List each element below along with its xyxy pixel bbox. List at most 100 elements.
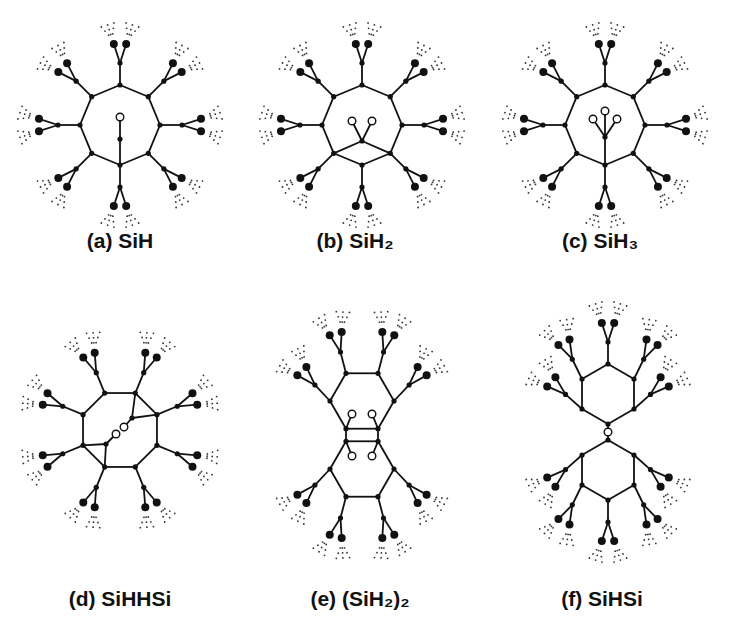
halo-dot — [699, 135, 701, 137]
halo-dot — [370, 34, 372, 36]
halo-dot — [550, 330, 552, 332]
si-atom — [359, 184, 364, 189]
halo-dot — [104, 218, 106, 220]
si-atom — [563, 392, 568, 397]
halo-dot — [698, 139, 700, 141]
halo-dot — [212, 451, 214, 453]
halo-dot — [383, 321, 385, 323]
halo-dot — [615, 34, 617, 36]
halo-dot — [436, 64, 438, 66]
halo-dot — [528, 378, 530, 380]
si-atom — [605, 339, 610, 344]
terminal-atom — [390, 331, 398, 339]
terminal-atom — [91, 349, 99, 357]
halo-dot — [660, 47, 662, 49]
terminal-atom — [305, 59, 313, 67]
halo-dot — [410, 321, 412, 323]
halo-dot — [290, 180, 292, 182]
halo-dot — [681, 56, 683, 58]
si-atom — [375, 371, 380, 376]
halo-dot — [175, 196, 177, 198]
halo-dot — [548, 207, 550, 209]
halo-dot — [401, 547, 403, 549]
halo-dot — [571, 539, 573, 541]
halo-dot — [421, 49, 423, 51]
halo-dot — [531, 372, 533, 374]
halo-dot — [27, 398, 29, 400]
halo-dot — [289, 500, 291, 502]
halo-dot — [169, 510, 171, 512]
halo-dot — [276, 371, 278, 373]
halo-dot — [549, 368, 551, 370]
halo-dot — [461, 136, 463, 138]
halo-dot — [200, 479, 202, 481]
halo-dot — [566, 319, 568, 321]
h-atom — [368, 410, 376, 418]
terminal-atom — [551, 373, 559, 381]
halo-dot — [323, 326, 325, 328]
halo-dot — [614, 556, 616, 558]
atom-group — [293, 328, 430, 542]
halo-dot — [667, 493, 669, 495]
halo-dot — [670, 336, 672, 338]
halo-dot — [271, 135, 273, 137]
terminal-atom — [657, 373, 665, 381]
terminal-atom — [54, 174, 62, 182]
halo-dot — [201, 388, 203, 390]
si-atom — [89, 94, 94, 99]
terminal-atom — [595, 202, 603, 210]
h-atom — [348, 117, 356, 125]
halo-dot — [211, 398, 213, 400]
halo-dot — [452, 115, 454, 117]
halo-dot — [698, 109, 700, 111]
halo-dot — [183, 197, 185, 199]
halo-dot — [130, 214, 132, 216]
halo-dot — [615, 214, 617, 216]
halo-dot — [211, 403, 213, 405]
atom-group — [39, 349, 201, 511]
halo-dot — [626, 557, 628, 559]
halo-dot — [143, 342, 145, 344]
halo-dot — [537, 481, 539, 483]
halo-dot — [694, 113, 696, 115]
si-atom — [55, 122, 60, 127]
bond-line — [607, 500, 609, 522]
halo-dot — [349, 312, 351, 314]
halo-dot — [694, 135, 696, 137]
halo-dot — [346, 552, 348, 554]
halo-dot — [664, 55, 666, 57]
si-atom — [80, 443, 85, 448]
halo-dot — [76, 516, 78, 518]
halo-dot — [164, 521, 166, 523]
halo-dot — [145, 342, 147, 344]
halo-dot — [549, 495, 551, 497]
bond-line — [582, 440, 608, 455]
terminal-atom — [188, 389, 196, 397]
halo-dot — [261, 136, 263, 138]
halo-dot — [303, 351, 305, 353]
halo-dot — [99, 331, 101, 333]
halo-dot — [179, 55, 181, 57]
halo-dot — [342, 311, 344, 313]
halo-dot — [614, 312, 616, 314]
halo-dot — [297, 520, 299, 522]
halo-dot — [417, 201, 419, 203]
h-atom — [120, 423, 128, 431]
halo-dot — [179, 49, 181, 51]
si-atom — [74, 166, 79, 171]
halo-dot — [419, 356, 421, 358]
si-atom — [312, 382, 317, 387]
halo-dot — [305, 47, 307, 49]
halo-dot — [212, 407, 214, 409]
halo-dot — [293, 48, 295, 50]
halo-dot — [648, 319, 650, 321]
halo-dot — [404, 551, 406, 553]
halo-dot — [50, 65, 52, 67]
halo-dot — [643, 539, 645, 541]
halo-dot — [569, 328, 571, 330]
halo-dot — [458, 117, 460, 119]
bond-line — [605, 85, 633, 97]
halo-dot — [533, 180, 535, 182]
